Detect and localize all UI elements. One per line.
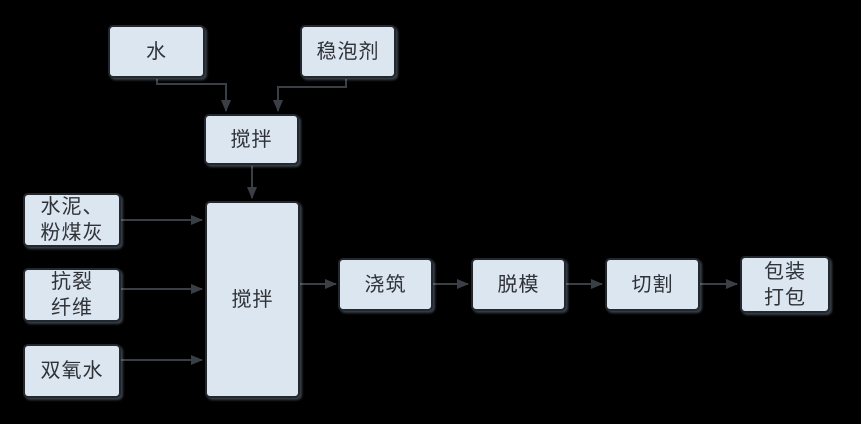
node-anticrack-fiber: 抗裂 纤维 [23,268,121,322]
node-mixing-top: 搅拌 [204,114,299,165]
node-hydrogen-peroxide: 双氧水 [23,344,121,398]
node-packaging: 包装 打包 [740,256,830,313]
node-mixing-top-label: 搅拌 [230,128,273,151]
node-foam-stabilizer-label: 稳泡剂 [316,40,380,63]
node-packaging-label: 包装 打包 [764,260,806,309]
node-demolding-label: 脱模 [497,273,540,296]
node-foam-stabilizer: 稳泡剂 [300,25,396,78]
node-anticrack-fiber-label: 抗裂 纤维 [51,271,93,319]
node-mixing-main-label: 搅拌 [231,288,274,311]
node-cement-flyash-label: 水泥、 粉煤灰 [40,196,104,244]
node-cutting: 切割 [605,258,700,311]
node-cement-flyash: 水泥、 粉煤灰 [23,193,121,247]
node-mixing-main: 搅拌 [205,201,300,398]
edge-water-to-mix-top [156,79,231,112]
node-hydrogen-peroxide-label: 双氧水 [40,360,104,382]
node-water-label: 水 [146,40,167,63]
node-cutting-label: 切割 [631,273,674,296]
node-demolding: 脱模 [471,258,566,311]
node-pouring: 浇筑 [338,258,433,311]
edge-stabilizer-to-mix-top [273,79,347,112]
node-pouring-label: 浇筑 [364,273,407,296]
node-water: 水 [108,25,205,78]
